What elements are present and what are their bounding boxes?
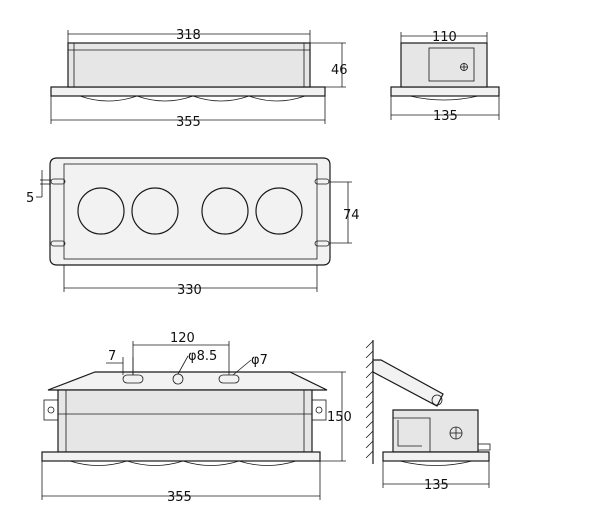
front-top-base-plate [50,86,326,97]
front-bottom-base [41,451,321,462]
side-bottom-base [382,451,490,462]
plan-view: 5 74 330 [26,157,360,298]
front-bottom-cover [47,371,328,391]
side-view-bottom: 135 [365,340,491,493]
plan-lamp-2 [131,187,179,235]
dim-330: 330 [177,283,202,298]
dim-46: 46 [331,63,348,78]
plan-outline [49,157,331,266]
side-top-base [390,86,500,97]
side-top-body [400,42,488,88]
bracket-right [311,399,327,421]
plan-slot-tr [314,178,330,185]
mount-arm [372,359,444,407]
dim-74: 74 [343,208,360,223]
plan-slot-tl [50,178,66,185]
dim-355-top: 355 [176,115,201,130]
side-view-top: 110 135 [390,30,500,124]
plan-lamp-3 [201,187,249,235]
pivot-icon [431,394,443,406]
plan-lamp-4 [255,187,303,235]
dim-phi-7: φ7 [251,353,268,368]
front-view-top: 318 46 355 [50,28,348,130]
dim-110: 110 [432,30,457,45]
dim-phi-8-5: φ8.5 [188,349,217,364]
plan-slot-bl [50,240,66,247]
dim-7: 7 [108,349,116,364]
dim-135-bottom: 135 [424,478,449,493]
plan-lamp-1 [77,187,125,235]
front-view-bottom: 120 7 φ8.5 φ7 150 355 [41,331,352,505]
dim-135-top: 135 [433,109,458,124]
plan-slot-br [314,240,330,247]
front-top-lamp-lenses [79,95,306,102]
dim-120: 120 [170,331,195,346]
bracket-left [43,399,59,421]
dim-318: 318 [176,28,201,43]
dim-355-bottom: 355 [167,490,192,505]
bolt-right-icon [315,406,323,414]
bolt-left-icon [47,406,55,414]
dim-150: 150 [327,410,352,425]
dim-5: 5 [26,191,34,206]
front-bottom-body [57,389,313,453]
